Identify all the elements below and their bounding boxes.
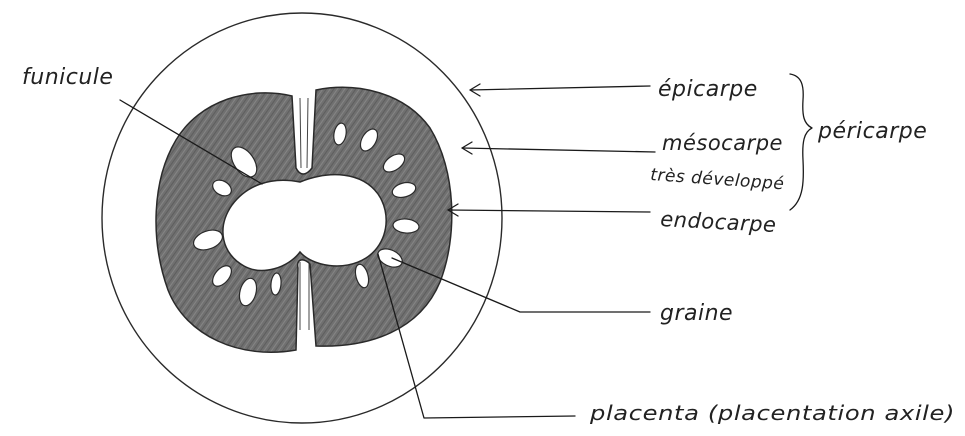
label-endocarpe: endocarpe xyxy=(660,207,777,237)
label-mesocarpe-note: très développé xyxy=(650,165,785,194)
label-placenta: placenta (placentation axile) xyxy=(589,401,955,425)
lower-septum xyxy=(300,262,309,330)
epicarpe-leader xyxy=(470,86,650,90)
label-graine: graine xyxy=(660,301,733,326)
upper-septum xyxy=(300,98,308,168)
pericarpe-brace xyxy=(790,74,812,210)
label-pericarpe: péricarpe xyxy=(817,119,927,144)
label-epicarpe: épicarpe xyxy=(658,77,758,102)
endocarpe-leader xyxy=(448,210,650,212)
label-mesocarpe: mésocarpe xyxy=(662,131,783,155)
label-funicule: funicule xyxy=(22,65,113,90)
